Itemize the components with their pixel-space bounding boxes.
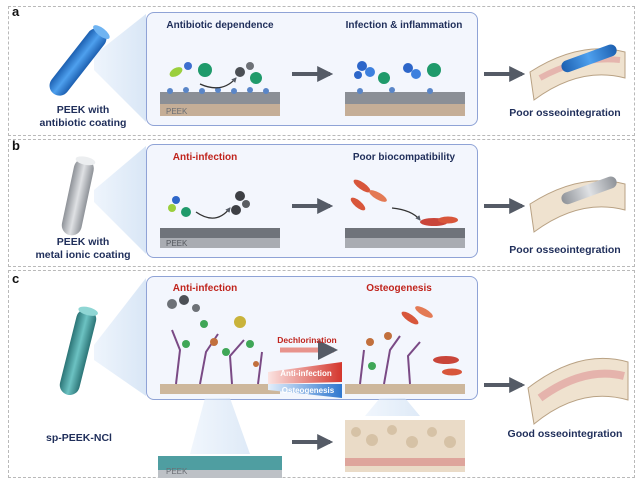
title-c-left: Anti-infection — [172, 283, 238, 294]
rod-c — [59, 306, 98, 395]
substrate-label-b: PEEK — [166, 239, 188, 248]
substrate-label-a: PEEK — [166, 107, 188, 116]
substrate-c-left — [160, 384, 280, 394]
substrate-c-right — [345, 384, 465, 394]
fan-c — [94, 278, 146, 396]
panel-letter-b: b — [12, 138, 20, 153]
substrate-a-right — [345, 92, 465, 104]
bacteria-a-left — [169, 62, 262, 89]
title-b-left: Anti-infection — [172, 152, 238, 163]
implant-label-c: sp-PEEK-NCl — [46, 432, 112, 444]
polymer-brush-c-left — [171, 329, 263, 385]
substrate-b-right — [345, 228, 465, 238]
outcome-a: Poor osseointegration — [509, 107, 621, 119]
cells-c-right — [366, 306, 462, 376]
title-a-right: Infection & inflammation — [345, 20, 463, 31]
title-a-left: Antibiotic dependence — [166, 20, 274, 31]
bone-a — [529, 44, 626, 101]
bone-c — [527, 357, 629, 425]
band-anti-infection — [268, 362, 342, 384]
panel-letter-a: a — [12, 4, 20, 19]
bacteria-a-right — [354, 61, 441, 84]
fan-b — [94, 146, 146, 254]
label-dechlorination: Dechlorination — [277, 335, 337, 345]
implant-label-b: PEEK with metal ionic coating — [35, 236, 131, 261]
bone-b — [529, 176, 626, 233]
title-b-right: Poor biocompatibility — [352, 152, 456, 163]
outcome-b: Poor osseointegration — [509, 244, 621, 256]
rod-b — [61, 156, 96, 236]
implant-label-a: PEEK with antibiotic coating — [39, 104, 127, 129]
outcome-c: Good osseointegration — [507, 428, 623, 440]
panel-letter-c: c — [12, 271, 20, 286]
band-label-anti-infection: Anti-infection — [280, 369, 332, 378]
bacteria-b-left — [168, 191, 250, 219]
row-frame-a — [8, 6, 635, 136]
title-c-right: Osteogenesis — [366, 283, 432, 294]
bone-tissue-c — [345, 420, 465, 472]
substrate-b-left — [160, 228, 280, 238]
substrate-a-left — [160, 92, 280, 104]
substrate-label-c: PEEK — [166, 467, 188, 476]
fan-a — [94, 14, 146, 122]
row-frame-b — [8, 139, 635, 267]
rod-a — [49, 25, 110, 96]
cells-b-right — [350, 179, 458, 226]
coating-strip-c — [158, 456, 282, 470]
molecules-c-left — [167, 295, 259, 367]
band-osteogenesis — [268, 384, 342, 398]
band-label-osteogenesis: Osteogenesis — [281, 386, 335, 395]
polymer-brush-c-right — [359, 335, 421, 385]
